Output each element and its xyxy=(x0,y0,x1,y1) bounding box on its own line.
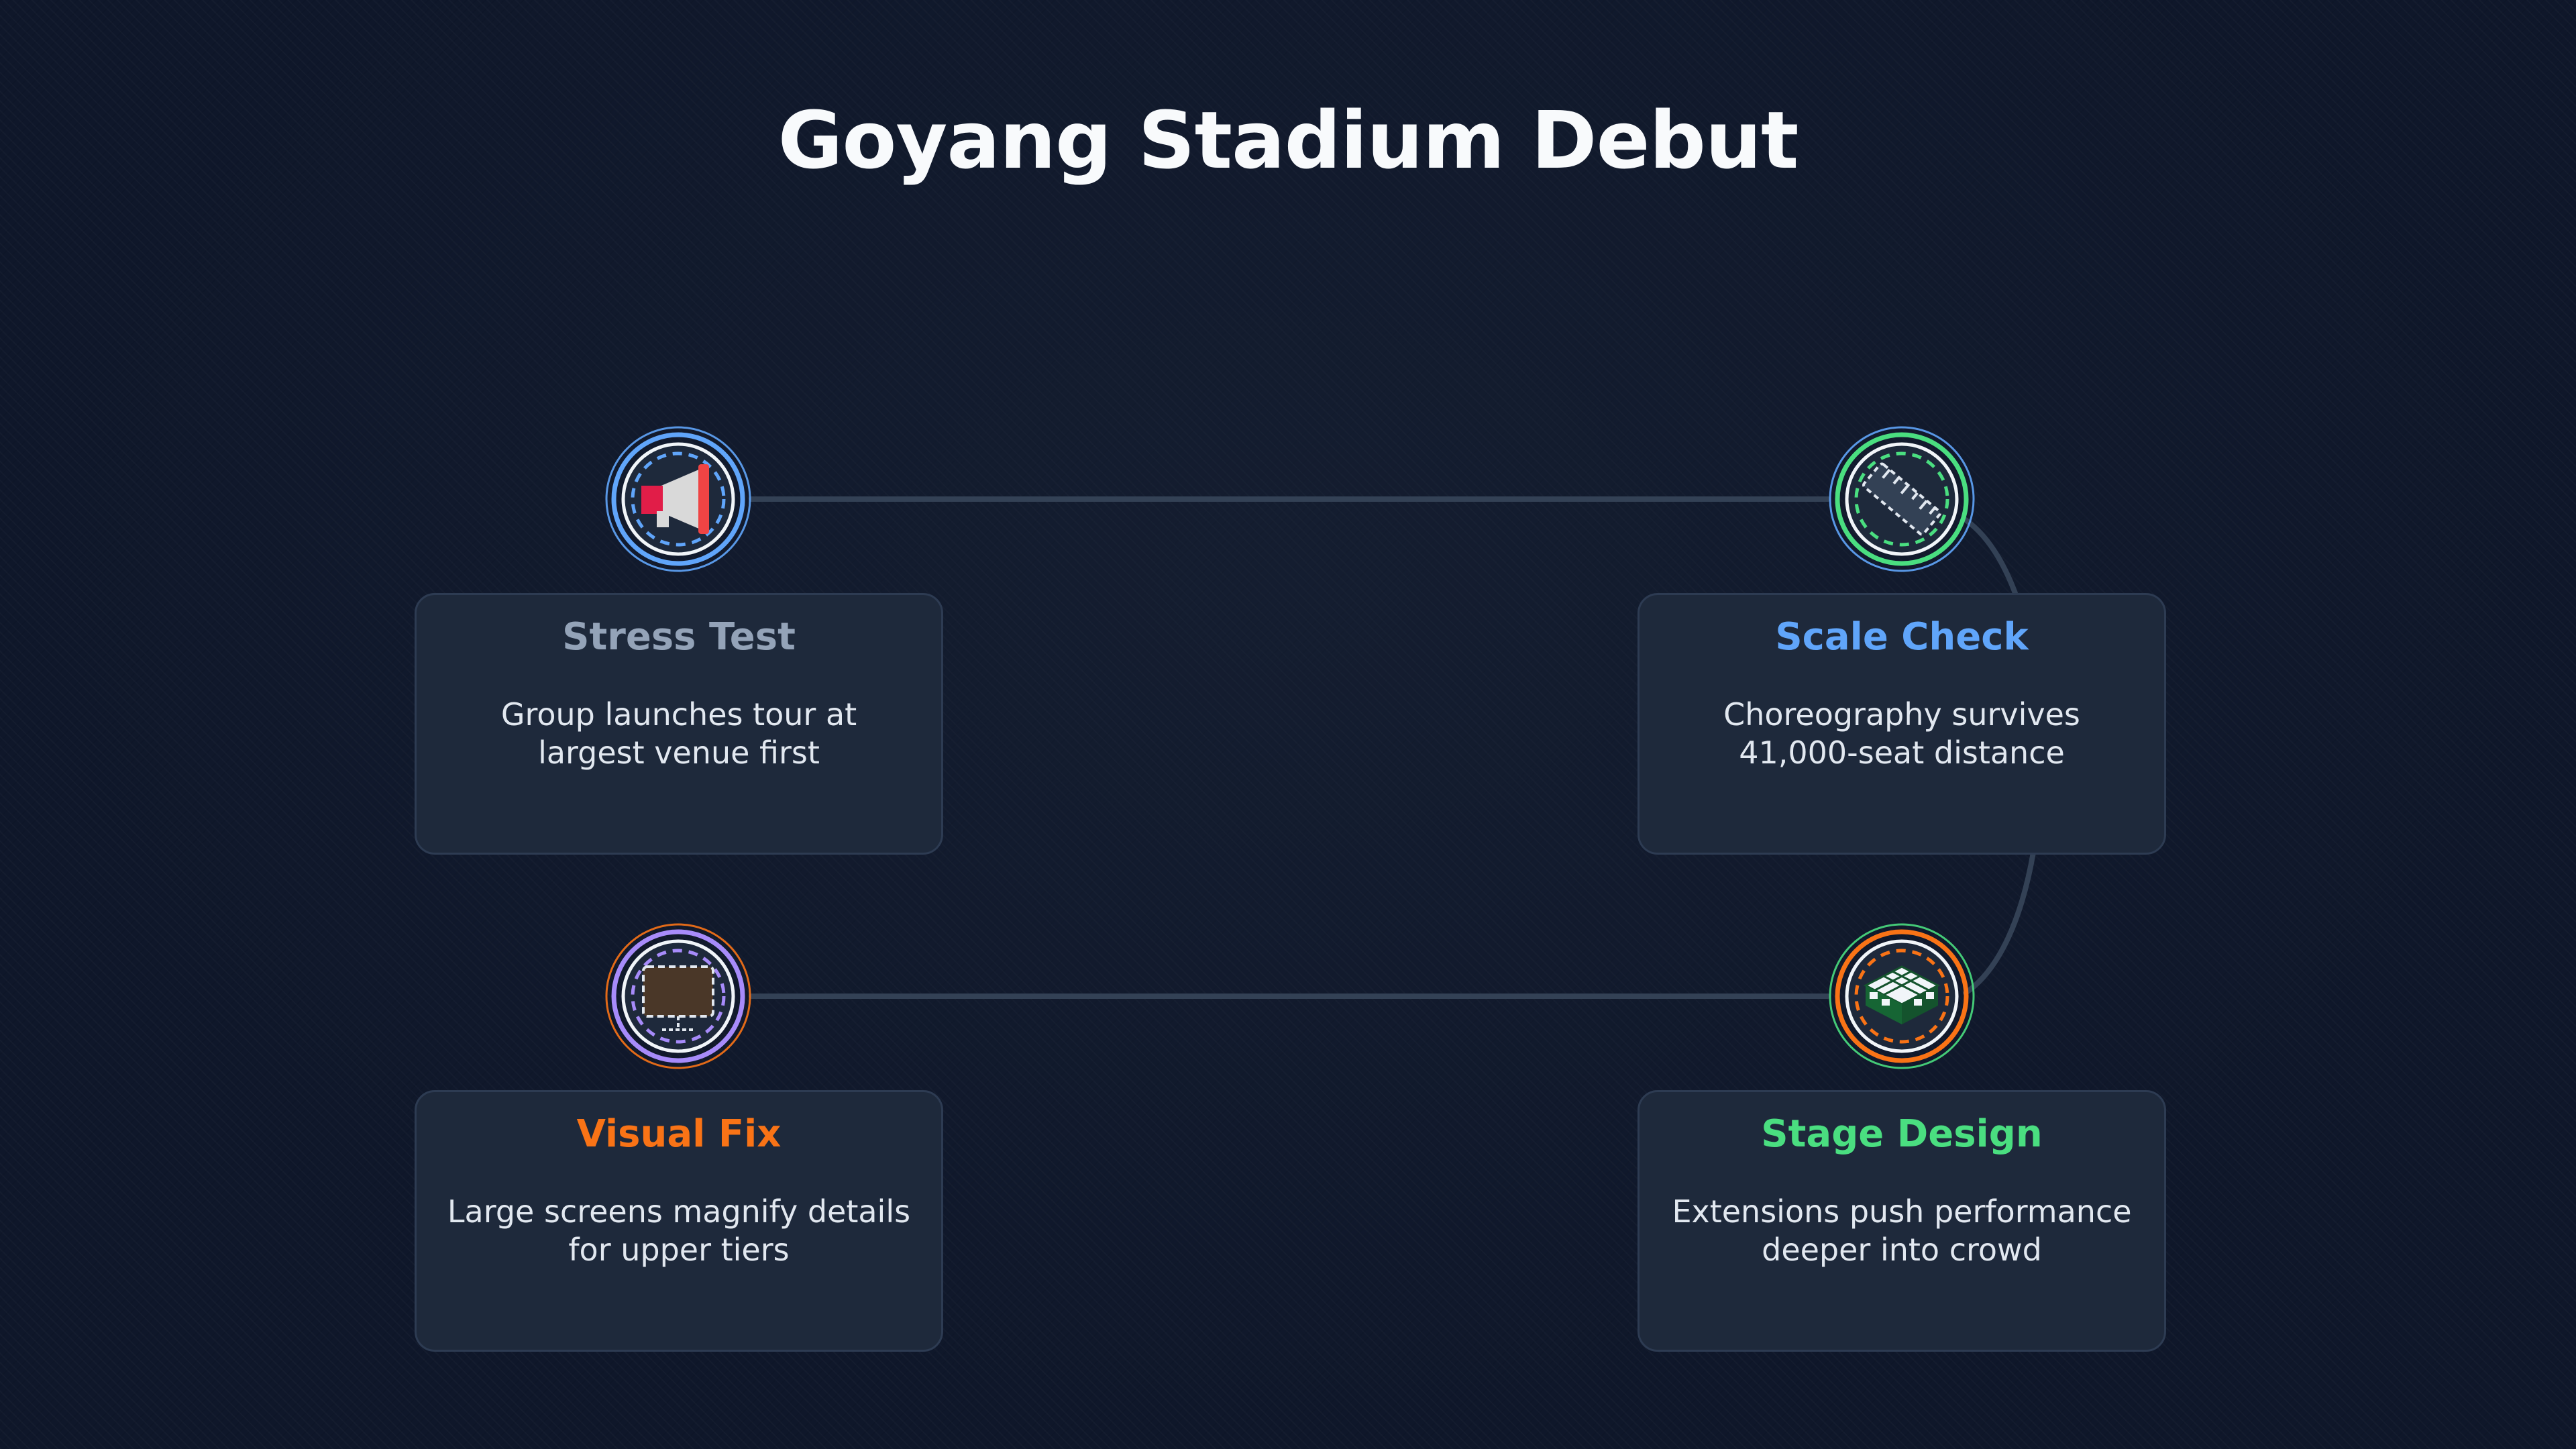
node-scale-check xyxy=(1828,425,1976,573)
step-description: Group launches tour at largest venue fir… xyxy=(500,696,857,771)
step-title: Scale Check xyxy=(1775,615,2029,659)
screen-icon xyxy=(642,965,714,1031)
step-title: Stage Design xyxy=(1761,1112,2043,1156)
step-title: Stress Test xyxy=(562,615,796,659)
step-title: Visual Fix xyxy=(576,1112,782,1156)
megaphone-icon xyxy=(641,464,709,534)
node-stage-design xyxy=(1828,922,1976,1070)
node-stress-test xyxy=(604,425,752,573)
step-card-stage-design: Stage Design Extensions push performance… xyxy=(1638,1090,2166,1352)
step-card-visual-fix: Visual Fix Large screens magnify details… xyxy=(415,1090,943,1352)
step-card-scale-check: Scale Check Choreography survives 41,000… xyxy=(1638,593,2166,855)
step-description: Extensions push performance deeper into … xyxy=(1672,1193,2132,1268)
stage-grid-icon xyxy=(1863,965,1941,1024)
step-description: Large screens magnify details for upper … xyxy=(447,1193,911,1268)
node-visual-fix xyxy=(604,922,752,1070)
step-card-stress-test: Stress Test Group launches tour at large… xyxy=(415,593,943,855)
ruler-icon xyxy=(1862,462,1941,536)
page-title: Goyang Stadium Debut xyxy=(777,94,1799,186)
step-description: Choreography survives 41,000-seat distan… xyxy=(1723,696,2080,771)
